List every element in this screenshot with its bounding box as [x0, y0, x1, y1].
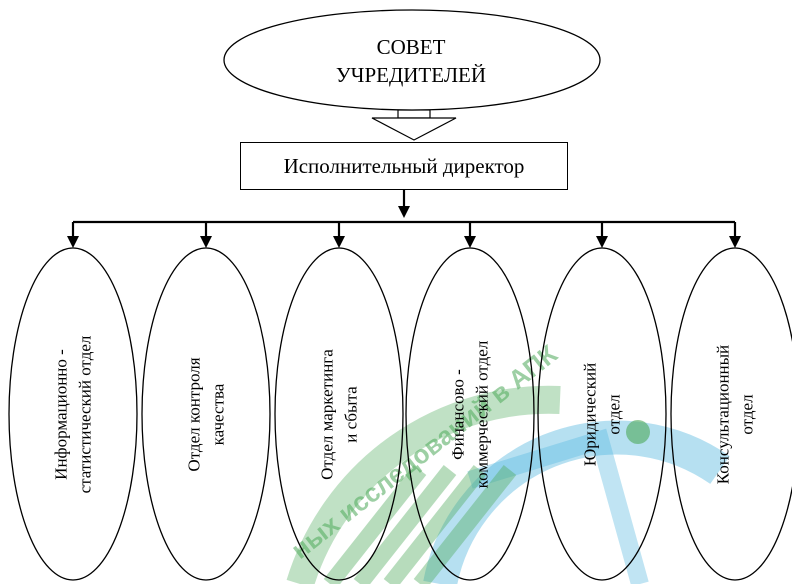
dept-label-5a: Юридический [580, 362, 600, 466]
drop-arrowhead [596, 236, 608, 248]
director-box: Исполнительный директор [240, 142, 568, 190]
dept-label-5b: отдел [604, 393, 624, 435]
department-ellipse [274, 247, 404, 581]
director-down-arrowhead [398, 206, 410, 218]
council-title-line2: УЧРЕДИТЕЛЕЙ [335, 63, 487, 87]
drop-arrowhead [464, 236, 476, 248]
department-ellipse [670, 247, 792, 581]
dept-label-3a: Отдел маркетинга [317, 348, 337, 480]
department-ellipse [537, 247, 667, 581]
drop-arrowhead [67, 236, 79, 248]
dept-label-4a: Финансово - [448, 368, 468, 460]
drop-arrowhead [333, 236, 345, 248]
department-ellipse [141, 247, 271, 581]
drop-arrowhead [729, 236, 741, 248]
dept-label-2b: качества [208, 383, 228, 445]
dept-label-4b: коммерческий отдел [472, 340, 492, 488]
director-label: Исполнительный директор [283, 153, 525, 178]
department-ellipse [405, 247, 535, 581]
dept-label-6a: Консультационный [713, 344, 733, 484]
dept-label-2a: Отдел контроля [184, 356, 204, 472]
dept-label-1a: Информационно - [51, 348, 71, 480]
council-title-line1: СОВЕТ [376, 35, 446, 59]
drop-arrowhead [200, 236, 212, 248]
dept-label-1b: статистический отдел [75, 335, 95, 493]
department-ellipse [8, 247, 138, 581]
dept-label-3b: и сбыта [341, 385, 361, 443]
hollow-arrow-head [371, 117, 457, 141]
dept-label-6b: отдел [737, 393, 757, 435]
